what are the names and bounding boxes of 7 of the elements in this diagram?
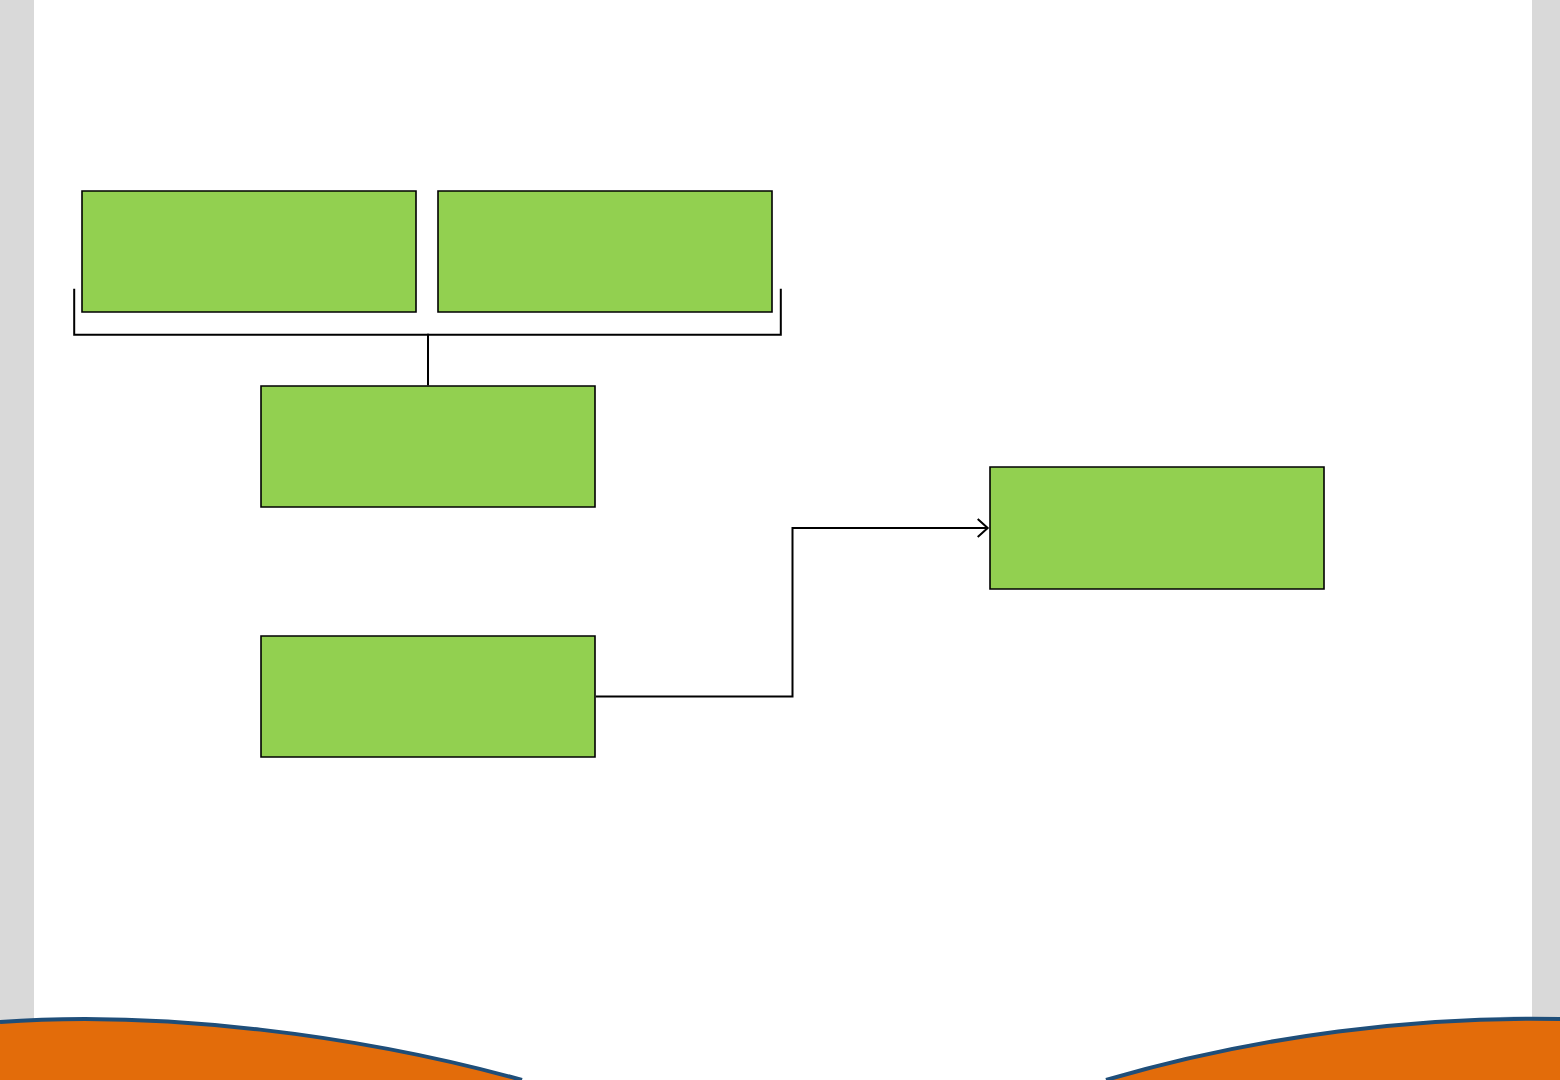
process-box [260, 385, 596, 508]
process-box [81, 190, 417, 313]
process-box [260, 635, 596, 758]
arrow [594, 518, 990, 698]
bracket-connector [427, 287, 782, 387]
process-box [989, 466, 1325, 590]
process-box [437, 190, 773, 313]
